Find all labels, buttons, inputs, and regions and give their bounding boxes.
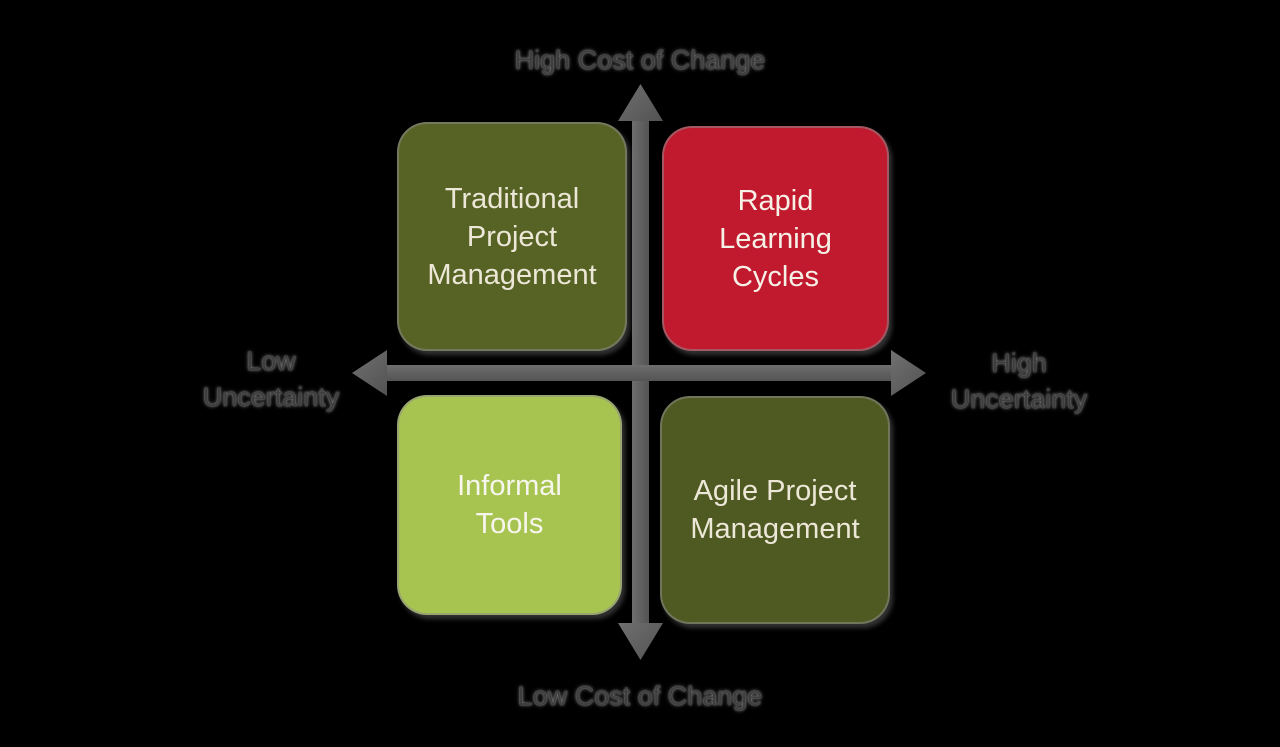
axis-label-line: Uncertainty xyxy=(950,384,1088,414)
quadrant-label: Informal Tools xyxy=(457,470,562,540)
quadrant-rapid-learning-cycles: Rapid Learning Cycles xyxy=(662,126,889,351)
arrow-up-icon xyxy=(618,84,663,121)
arrow-left-icon xyxy=(352,350,387,396)
axis-label-low-uncertainty: Low Uncertainty xyxy=(203,343,340,415)
axis-label-low-cost-of-change: Low Cost of Change xyxy=(517,681,763,711)
axis-label-line: Uncertainty xyxy=(202,382,340,412)
quadrant-label: Rapid Learning Cycles xyxy=(719,184,832,293)
quadrant-informal-tools: Informal Tools xyxy=(397,395,622,615)
axis-label-high-cost-of-change: High Cost of Change xyxy=(514,45,766,75)
quadrant-label: Agile Project Management xyxy=(690,475,860,545)
quadrant-label: Traditional Project Management xyxy=(427,182,597,291)
horizontal-axis-line xyxy=(380,365,894,381)
axis-label-line: Low xyxy=(246,346,296,376)
arrow-down-icon xyxy=(618,623,663,660)
axis-label-high-uncertainty: High Uncertainty xyxy=(951,345,1088,417)
quadrant-agile-project-management: Agile Project Management xyxy=(660,396,890,624)
quadrant-traditional-project-management: Traditional Project Management xyxy=(397,122,627,351)
axis-label-line: High xyxy=(991,348,1047,378)
arrow-right-icon xyxy=(891,350,926,396)
